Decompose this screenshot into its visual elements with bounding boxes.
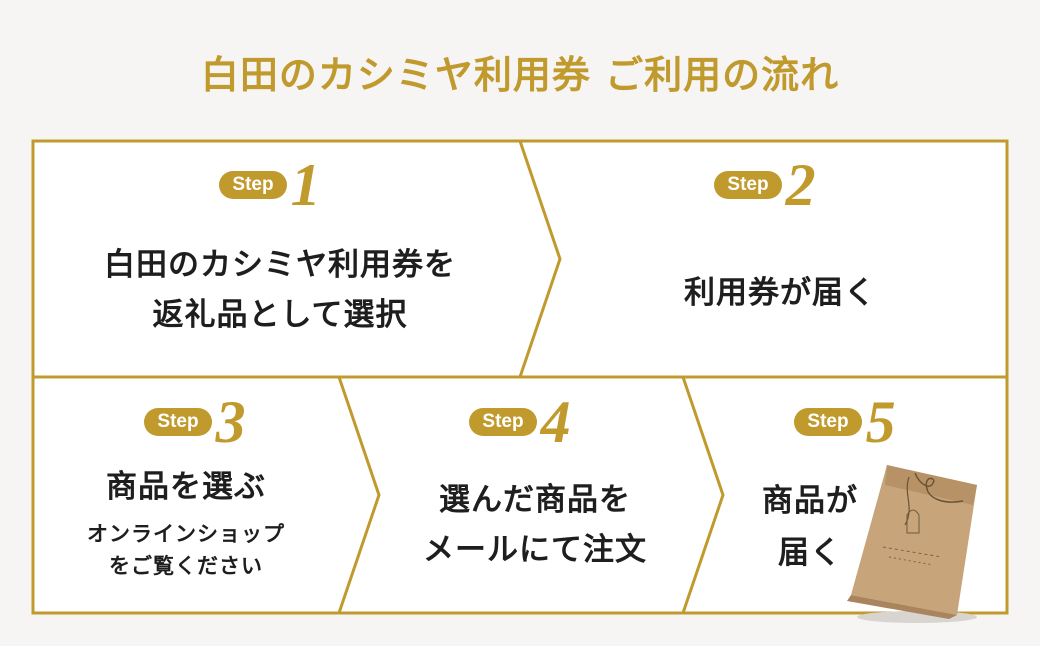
step-1-label: Step (219, 171, 287, 199)
kraft-paper-bag-icon (847, 465, 977, 623)
step-3-text: 商品を選ぶ (36, 462, 336, 512)
step-1-line-1: 白田のカシミヤ利用券を (104, 247, 456, 283)
chevron-4-5 (681, 376, 725, 614)
step-3-number: 3 (215, 389, 246, 455)
step-1-text: 白田のカシミヤ利用券を 返礼品として選択 (40, 240, 520, 340)
step-4-text: 選んだ商品を メールにて注文 (370, 475, 700, 575)
step-5-number: 5 (865, 389, 896, 455)
step-1-line-2: 返礼品として選択 (152, 297, 408, 333)
step-4-number: 4 (540, 389, 571, 455)
step-2-label: Step (714, 171, 782, 199)
step-5-line-2: 届く (778, 535, 842, 571)
step-5-badge: Step 5 (735, 392, 955, 452)
step-5-line-1: 商品が (762, 483, 858, 519)
step-3-subtext: オンラインショップ をご覧ください (36, 518, 336, 582)
step-1-number: 1 (290, 152, 321, 218)
step-3-line-1: 商品を選ぶ (106, 469, 266, 505)
step-3-badge: Step 3 (85, 392, 305, 452)
step-4-line-2: メールにて注文 (423, 532, 647, 568)
chevron-3-4 (337, 376, 381, 614)
step-5-label: Step (794, 408, 862, 436)
step-2-number: 2 (785, 152, 816, 218)
step-2-badge: Step 2 (655, 155, 875, 215)
step-3-sub-line-2: をご覧ください (109, 554, 263, 578)
step-4-line-1: 選んだ商品を (439, 482, 631, 518)
step-1-badge: Step 1 (160, 155, 380, 215)
step-3-sub-line-1: オンラインショップ (87, 522, 285, 546)
chevron-1-2 (518, 140, 562, 378)
step-4-badge: Step 4 (410, 392, 630, 452)
step-2-line-1: 利用券が届く (684, 275, 876, 311)
step-2-text: 利用券が届く (560, 268, 1000, 318)
step-3-label: Step (144, 408, 212, 436)
step-4-label: Step (469, 408, 537, 436)
page-title: 白田のカシミヤ利用券 ご利用の流れ (200, 53, 840, 97)
step-5-text: 商品が 届く (725, 475, 895, 579)
